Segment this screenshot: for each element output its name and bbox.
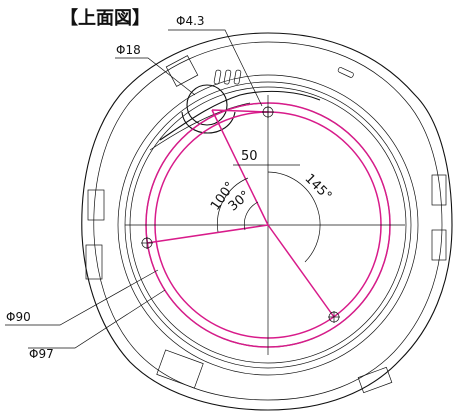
leader-phi43 bbox=[168, 29, 263, 107]
label-phi4-3: Φ4.3 bbox=[176, 14, 205, 28]
label-angle-145: 145° bbox=[302, 171, 335, 204]
mounting-hole-top bbox=[262, 106, 274, 118]
leader-phi18 bbox=[115, 57, 196, 96]
arc-30 bbox=[244, 201, 259, 231]
top-slot-2 bbox=[223, 69, 232, 85]
spoke-left bbox=[146, 224, 269, 244]
label-phi18: Φ18 bbox=[116, 43, 141, 57]
label-phi97: Φ97 bbox=[29, 347, 54, 361]
top-recess-inner bbox=[149, 102, 251, 151]
leader-phi97 bbox=[28, 289, 166, 349]
leader-phi90 bbox=[5, 269, 159, 326]
top-recess bbox=[159, 90, 321, 141]
spoke-top bbox=[211, 109, 269, 226]
bottom-notch bbox=[156, 349, 204, 389]
bottom-right-notch bbox=[357, 366, 393, 394]
left-notch-lower bbox=[85, 244, 103, 280]
housing-outer-outline bbox=[81, 32, 453, 411]
mounting-hole-left bbox=[141, 237, 153, 249]
cable-hole-phi18 bbox=[186, 84, 228, 126]
top-bracket bbox=[165, 55, 199, 87]
right-notch-upper bbox=[431, 174, 447, 206]
spoke-top-right bbox=[211, 109, 269, 113]
right-notch-lower bbox=[431, 229, 447, 261]
spoke-bottom-right bbox=[267, 224, 335, 318]
label-dim-50: 50 bbox=[241, 149, 258, 164]
label-phi90: Φ90 bbox=[6, 310, 31, 324]
arc-100 bbox=[217, 177, 249, 233]
arc-145 bbox=[267, 171, 321, 263]
cable-hole-boss bbox=[181, 111, 236, 134]
mounting-hole-bottom-right bbox=[328, 311, 340, 323]
housing-outline-2 bbox=[93, 41, 443, 401]
top-slot-3 bbox=[233, 69, 242, 85]
top-slot-1 bbox=[213, 69, 222, 85]
right-small-slot bbox=[337, 67, 354, 78]
housing-ring-1 bbox=[117, 74, 419, 376]
view-title: 【上面図】 bbox=[60, 8, 150, 29]
left-notch-upper bbox=[87, 189, 105, 221]
